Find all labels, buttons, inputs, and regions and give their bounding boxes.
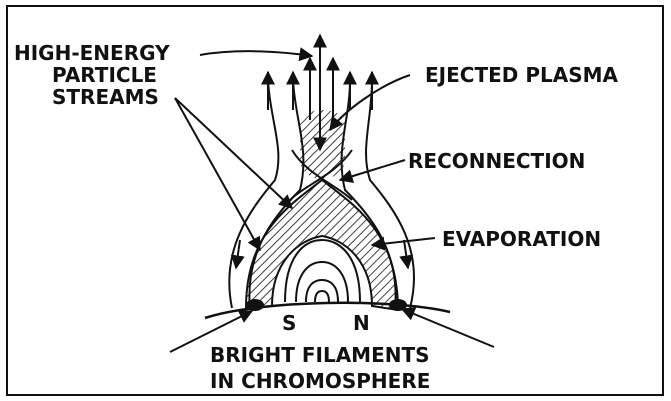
label-bright-filaments-1: BRIGHT FILAMENTS bbox=[210, 343, 430, 367]
footpoint-left bbox=[246, 299, 264, 311]
label-high-energy-1: HIGH-ENERGY bbox=[14, 41, 170, 65]
field-arrow-left bbox=[236, 240, 240, 268]
inner-loop-2 bbox=[296, 262, 348, 302]
leader-high-energy-top bbox=[200, 51, 312, 56]
leader-bright-right bbox=[402, 309, 494, 347]
label-pole-north: N bbox=[353, 311, 370, 335]
leader-reconnection bbox=[340, 160, 405, 180]
label-evaporation: EVAPORATION bbox=[442, 227, 601, 251]
label-pole-south: S bbox=[282, 311, 296, 335]
leader-streams-1 bbox=[175, 98, 292, 208]
label-high-energy-3: STREAMS bbox=[52, 85, 159, 109]
label-bright-filaments-2: IN CHROMOSPHERE bbox=[210, 369, 430, 393]
field-arrow-right bbox=[404, 240, 408, 268]
leader-streams-2 bbox=[175, 98, 260, 250]
label-high-energy-2: PARTICLE bbox=[52, 63, 157, 87]
label-ejected-plasma: EJECTED PLASMA bbox=[425, 63, 619, 87]
inner-loop-4 bbox=[315, 291, 329, 302]
label-reconnection: RECONNECTION bbox=[408, 149, 585, 173]
